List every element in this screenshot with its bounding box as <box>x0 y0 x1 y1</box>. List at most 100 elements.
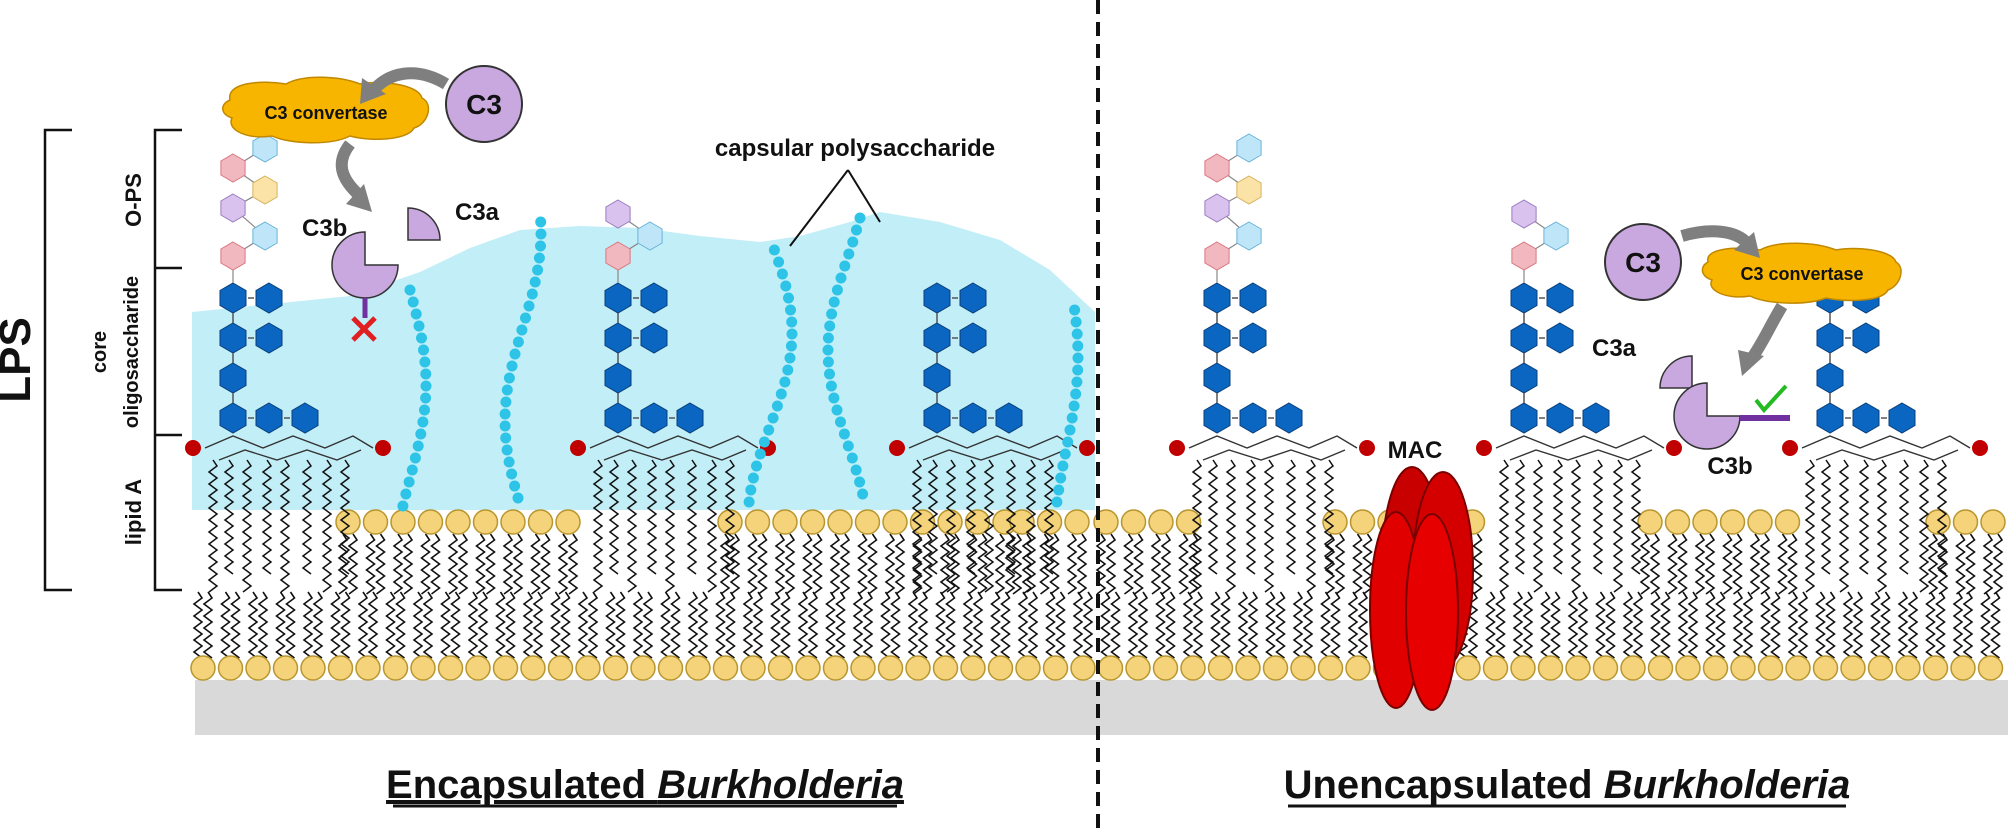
capsule-bead <box>1064 424 1076 436</box>
inner-lipid-head <box>1922 655 1949 681</box>
arrowhead-left-2 <box>346 184 372 212</box>
c3-right: C3 <box>1604 223 1682 301</box>
outer-lipid-head <box>1774 509 1801 535</box>
core-sugar <box>1546 402 1574 434</box>
o-antigen-sugar <box>1543 221 1569 251</box>
core-sugar <box>1816 402 1844 434</box>
caption-right-italic: Burkholderia <box>1604 763 1851 807</box>
capsule-bead <box>857 488 869 500</box>
capsule-bead <box>828 296 840 308</box>
inner-lipid-head <box>1482 655 1509 681</box>
core-sugar <box>291 402 319 434</box>
phosphate <box>1359 440 1375 456</box>
capsule-bead <box>419 356 431 368</box>
inner-lipid-head <box>1097 655 1124 681</box>
capsule-bead <box>418 344 429 356</box>
inner-lipid-head <box>1675 655 1701 681</box>
capsule-bead <box>499 420 511 432</box>
capsule-bead <box>754 448 766 460</box>
inner-lipid-head <box>1565 655 1591 681</box>
capsule-bead <box>782 364 794 376</box>
outer-lipid-head <box>882 509 908 535</box>
capsule-bead <box>825 380 837 392</box>
inner-lipid-head <box>190 655 216 681</box>
inner-lipid-head <box>960 655 986 681</box>
inner-lipid-head <box>217 655 244 681</box>
core-label: core <box>89 331 111 373</box>
capsule-bead <box>420 380 432 392</box>
o-antigen-sugar <box>1236 133 1262 163</box>
o-antigen-sugar <box>220 241 246 271</box>
inner-lipid-head <box>932 655 959 681</box>
c3-left: C3 <box>445 65 523 143</box>
lps-molecule <box>185 133 391 593</box>
capsule-bead <box>785 304 796 316</box>
capsule-bead <box>835 416 846 428</box>
capsule-bead <box>1071 328 1083 340</box>
inner-lipid-head <box>1647 655 1674 681</box>
capsular-polysaccharide-chains <box>397 212 1084 512</box>
capsule-bead <box>854 212 866 224</box>
mac-label: MAC <box>1388 437 1443 464</box>
capsule-bead <box>1057 460 1069 472</box>
capsular-polysaccharide-chain <box>1051 304 1084 508</box>
capsule-bead <box>1059 448 1071 460</box>
capsule-bead <box>775 388 787 400</box>
inner-lipid-head <box>300 655 326 681</box>
core-sugar <box>640 282 668 314</box>
outer-lipid-head <box>472 509 499 535</box>
c3-right-label: C3 <box>1625 247 1661 278</box>
c3b-left: C3b <box>302 215 399 318</box>
phosphate <box>1782 440 1798 456</box>
inner-lipid-head <box>1812 655 1839 681</box>
core-sugar <box>959 322 987 354</box>
caption-right-prefix: Unencapsulated <box>1284 763 1604 807</box>
o-antigen-sugar <box>1236 221 1262 251</box>
inner-lipid-head <box>272 655 299 681</box>
core-sugar <box>1239 282 1267 314</box>
core-sugar <box>1239 322 1267 354</box>
svg-text:Encapsulated Burkholderia: Encapsulated Burkholderia <box>386 763 904 807</box>
inner-lipid-head <box>355 655 381 681</box>
c3-left-label: C3 <box>466 89 502 120</box>
outer-lipid-head <box>827 509 853 535</box>
inner-lipid-head <box>657 655 684 681</box>
capsule-bead <box>1070 388 1082 400</box>
phosphate <box>185 440 201 456</box>
capsule-bead <box>407 296 419 308</box>
capsule-bead <box>535 228 547 240</box>
capsule-bead <box>1070 316 1082 328</box>
outer-leaflet <box>335 509 2006 595</box>
phosphate <box>889 440 905 456</box>
outer-lipid-head <box>799 509 826 535</box>
outer-lipid-head <box>909 509 936 535</box>
capsule-bead <box>415 428 427 440</box>
core-sugar <box>1203 282 1231 314</box>
capsule-bead <box>500 396 512 408</box>
lps-label: LPS <box>0 317 40 403</box>
inner-lipid-head <box>1345 655 1371 681</box>
inner-lipid-head <box>630 655 656 681</box>
inner-lipid-head <box>547 655 574 681</box>
inner-lipid-head <box>850 655 876 681</box>
inner-lipid-head <box>465 655 491 681</box>
capsule-bead <box>822 356 834 368</box>
outer-lipid-head <box>1637 509 1663 535</box>
capsule-bead <box>400 488 412 500</box>
capsule-bead <box>822 344 834 356</box>
inner-lipid-head <box>1867 655 1894 681</box>
capsule-bead <box>839 260 851 272</box>
inner-lipid-head <box>1785 655 1811 681</box>
lps-molecule <box>1476 199 1682 593</box>
capsule-bead <box>835 272 847 284</box>
core-sugar <box>1510 282 1538 314</box>
core-sugar <box>995 402 1023 434</box>
lipid-a-label: lipid A <box>121 479 146 546</box>
inner-lipid-head <box>1620 655 1646 681</box>
core-sugar <box>1816 362 1844 394</box>
o-antigen-sugar <box>220 153 246 183</box>
outer-lipid-head <box>1692 509 1718 535</box>
capsule-bead <box>1072 340 1084 352</box>
core-sugar <box>219 402 247 434</box>
